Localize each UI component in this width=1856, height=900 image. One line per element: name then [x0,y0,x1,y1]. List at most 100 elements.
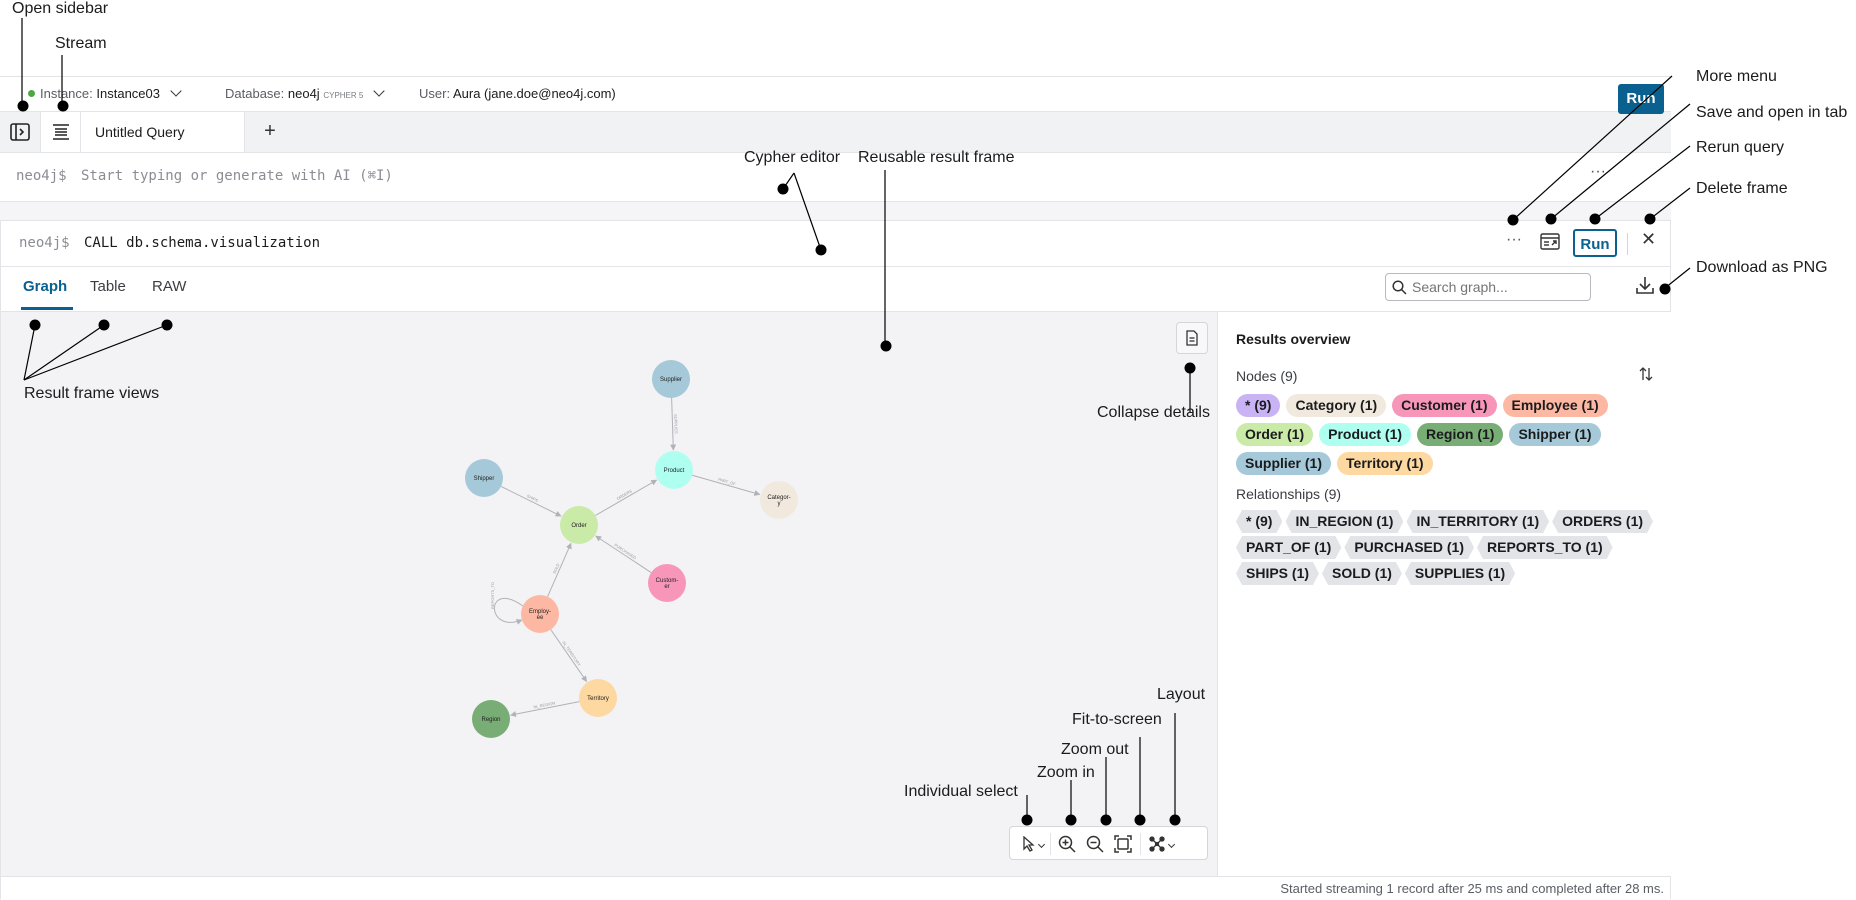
editor-placeholder: Start typing or generate with AI (⌘I) [81,168,393,184]
node-chip[interactable]: * (9) [1236,394,1281,417]
graph-node[interactable] [521,595,559,633]
user-info: User: Aura (jane.doe@neo4j.com) [419,86,616,101]
annotation-marker [1659,283,1671,295]
results-overview-panel: Results overview Nodes (9) * (9)Category… [1217,312,1672,876]
graph-edge[interactable] [692,474,761,496]
relationship-chip[interactable]: SOLD (1) [1322,562,1402,585]
graph-edge[interactable] [500,485,562,517]
toolbar-divider [1050,833,1051,855]
save-open-tab-button[interactable] [1540,233,1560,256]
sort-button[interactable] [1638,366,1654,387]
tab-raw[interactable]: RAW [152,278,187,295]
relationship-chip[interactable]: IN_REGION (1) [1285,510,1403,533]
zoom-in-button[interactable] [1056,833,1078,855]
relationship-chip[interactable]: SHIPS (1) [1236,562,1319,585]
annotation-delete-frame: Delete frame [1696,180,1788,197]
relationship-chip[interactable]: ORDERS (1) [1552,510,1653,533]
editor-more-button[interactable]: ··· [1590,163,1606,180]
node-chip[interactable]: Shipper (1) [1509,423,1601,446]
graph-node-label: Region [481,717,500,723]
graph-edge[interactable] [550,629,588,683]
graph-edge[interactable] [510,701,580,718]
run-button[interactable]: Run [1618,84,1664,114]
node-chip[interactable]: Employee (1) [1502,394,1608,417]
stream-icon [53,124,69,140]
open-sidebar-button[interactable] [0,112,40,152]
tab-table[interactable]: Table [90,278,126,295]
nodes-count-label: Nodes (9) [1236,368,1298,384]
instance-selector[interactable]: Instance: Instance03 [28,85,182,101]
relationship-chip[interactable]: PART_OF (1) [1236,536,1341,559]
download-icon [1636,277,1654,294]
annotation-marker [1545,213,1557,225]
annotation-marker [1184,362,1196,374]
sidebar-icon [10,123,30,141]
graph-node[interactable] [648,564,686,602]
node-chip[interactable]: Category (1) [1286,394,1387,417]
graph-edge[interactable] [547,542,572,597]
results-overview-title: Results overview [1236,331,1351,347]
graph-node[interactable] [655,451,693,489]
frame-header: neo4j$ CALL db.schema.visualization ··· … [1,221,1670,267]
node-chip[interactable]: Product (1) [1319,423,1412,446]
annotation-marker [1065,814,1077,826]
graph-node[interactable] [560,506,598,544]
status-dot-icon [28,90,35,97]
relationship-type-chips: * (9)IN_REGION (1)IN_TERRITORY (1)ORDERS… [1236,510,1656,585]
frame-query[interactable]: CALL db.schema.visualization [84,235,321,251]
tab-graph[interactable]: Graph [23,278,68,295]
instance-value: Instance03 [96,86,160,101]
graph-edge[interactable] [595,535,652,573]
zoom-out-button[interactable] [1084,833,1106,855]
graph-edge[interactable] [670,397,677,451]
cypher-editor[interactable]: neo4j$ Start typing or generate with AI … [0,153,1671,202]
download-png-button[interactable] [1635,275,1655,300]
annotation-collapse-details: Collapse details [1097,404,1210,421]
stream-button[interactable] [40,112,81,152]
open-in-tab-icon [1540,233,1560,250]
node-chip[interactable]: Supplier (1) [1236,452,1332,475]
graph-node[interactable] [472,700,510,738]
graph-node[interactable] [465,459,503,497]
collapse-details-button[interactable] [1176,322,1208,354]
graph-node[interactable] [652,360,690,398]
graph-node-label: Employ- [529,609,551,615]
individual-select-button[interactable] [1018,833,1040,855]
database-selector[interactable]: Database: neo4j CYPHER 5 [225,85,386,101]
fit-to-screen-button[interactable] [1112,833,1134,855]
graph-toolbar [1009,826,1208,860]
node-chip[interactable]: Customer (1) [1392,394,1497,417]
layout-button[interactable] [1146,833,1168,855]
add-tab-button[interactable]: + [264,120,276,142]
relationship-chip[interactable]: PURCHASED (1) [1344,536,1474,559]
database-value: neo4j [287,86,320,101]
annotation-marker [1589,213,1601,225]
rerun-button[interactable]: Run [1573,229,1617,257]
graph-edge[interactable] [595,479,658,516]
annotation-stream: Stream [55,35,107,52]
graph-node[interactable] [760,481,798,519]
annotation-cypher-editor: Cypher editor [744,149,841,166]
graph-node-label: ee [537,615,544,621]
graph-node-label: Supplier [660,377,682,383]
search-graph-field[interactable] [1385,273,1591,301]
relationship-chip[interactable]: REPORTS_TO (1) [1477,536,1613,559]
zoom-in-icon [1058,835,1076,853]
more-menu-button[interactable]: ··· [1506,231,1522,248]
node-chip[interactable]: Territory (1) [1337,452,1433,475]
node-chip[interactable]: Order (1) [1236,423,1314,446]
search-input[interactable] [1410,278,1584,296]
active-tab-indicator [21,307,73,310]
graph-edge[interactable] [493,598,524,625]
relationship-chip[interactable]: * (9) [1236,510,1282,533]
relationship-chip[interactable]: IN_TERRITORY (1) [1406,510,1549,533]
relationship-chip[interactable]: SUPPLIES (1) [1405,562,1515,585]
graph-node[interactable] [579,679,617,717]
delete-frame-button[interactable]: ✕ [1641,229,1657,249]
node-chip[interactable]: Region (1) [1417,423,1504,446]
relationships-count-label: Relationships (9) [1236,486,1342,502]
tab-untitled-query[interactable]: Untitled Query [80,112,245,152]
graph-edge-label: SHIPS [526,493,539,503]
